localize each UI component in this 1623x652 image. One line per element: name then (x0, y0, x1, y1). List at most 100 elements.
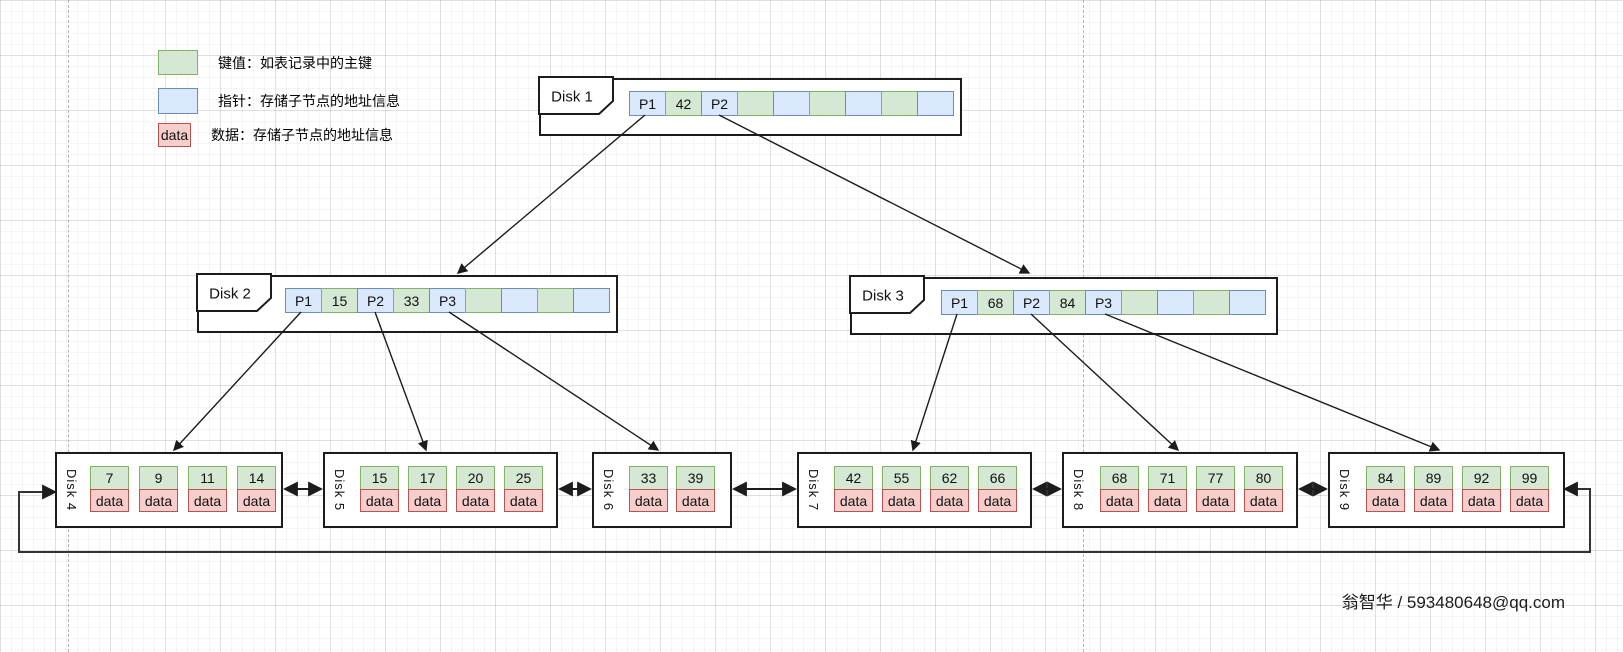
key-cell: 42 (665, 91, 702, 116)
data-cell: data (360, 489, 399, 512)
data-cell: data (237, 489, 276, 512)
legend-item-pointer: 指针：存储子节点的地址信息 (158, 88, 400, 114)
key-cell: 84 (1049, 290, 1086, 315)
pointer-swatch-icon (158, 88, 198, 114)
data-cell: data (456, 489, 495, 512)
data-cell: data (1100, 489, 1139, 512)
pointer-cell: P1 (285, 288, 322, 313)
pointer-cell (573, 288, 610, 313)
key-cell: 84 (1366, 466, 1405, 490)
key-cell: 77 (1196, 466, 1235, 490)
key-cell (881, 91, 918, 116)
data-cell: data (1510, 489, 1549, 512)
key-cell: 39 (676, 466, 715, 490)
key-cell: 20 (456, 466, 495, 490)
key-cell (809, 91, 846, 116)
key-cell: 80 (1244, 466, 1283, 490)
key-swatch-icon (158, 50, 198, 75)
key-cell: 92 (1462, 466, 1501, 490)
pointer-cell: P3 (429, 288, 466, 313)
pointer-cell: P3 (1085, 290, 1122, 315)
disk7-label: Disk 7 (806, 468, 821, 512)
key-cell: 62 (930, 466, 969, 490)
data-cell: data (408, 489, 447, 512)
key-cell: 42 (834, 466, 873, 490)
key-cell (1193, 290, 1230, 315)
pointer-cell (501, 288, 538, 313)
pointer-cell (773, 91, 810, 116)
key-cell: 33 (393, 288, 430, 313)
key-cell: 99 (1510, 466, 1549, 490)
disk9-label: Disk 9 (1337, 468, 1352, 512)
key-cell: 33 (629, 466, 668, 490)
key-cell: 11 (188, 466, 227, 490)
disk8-label: Disk 8 (1071, 468, 1086, 512)
key-cell: 71 (1148, 466, 1187, 490)
legend-label: 键值：如表记录中的主键 (218, 54, 372, 71)
data-swatch-icon: data (158, 123, 191, 147)
legend-item-data: data 数据：存储子节点的地址信息 (158, 123, 393, 147)
pointer-cell (1157, 290, 1194, 315)
legend-label: 数据：存储子节点的地址信息 (211, 127, 393, 143)
data-cell: data (882, 489, 921, 512)
data-cell: data (978, 489, 1017, 512)
key-cell: 25 (504, 466, 543, 490)
key-cell (465, 288, 502, 313)
key-cell: 89 (1414, 466, 1453, 490)
key-cell: 14 (237, 466, 276, 490)
key-cell: 68 (1100, 466, 1139, 490)
data-cell: data (1366, 489, 1405, 512)
legend-label: 指针：存储子节点的地址信息 (218, 93, 400, 109)
data-cell: data (504, 489, 543, 512)
data-cell: data (1148, 489, 1187, 512)
disk4-label: Disk 4 (64, 468, 79, 512)
key-cell (737, 91, 774, 116)
disk5-label: Disk 5 (332, 468, 347, 512)
data-cell: data (1462, 489, 1501, 512)
key-cell (1121, 290, 1158, 315)
pointer-cell: P1 (941, 290, 978, 315)
data-cell: data (139, 489, 178, 512)
pointer-cell (845, 91, 882, 116)
pointer-cell (917, 91, 954, 116)
key-cell: 9 (139, 466, 178, 490)
key-cell: 15 (321, 288, 358, 313)
pointer-cell: P1 (629, 91, 666, 116)
data-cell: data (188, 489, 227, 512)
data-cell: data (1414, 489, 1453, 512)
pointer-cell: P2 (1013, 290, 1050, 315)
data-cell: data (1244, 489, 1283, 512)
pointer-cell (1229, 290, 1266, 315)
tree-arrow (718, 114, 1031, 274)
pointer-cell: P2 (701, 91, 738, 116)
data-cell: data (90, 489, 129, 512)
key-cell: 17 (408, 466, 447, 490)
signature-text: 翁智华 / 593480648@qq.com (1341, 593, 1565, 612)
data-cell: data (629, 489, 668, 512)
